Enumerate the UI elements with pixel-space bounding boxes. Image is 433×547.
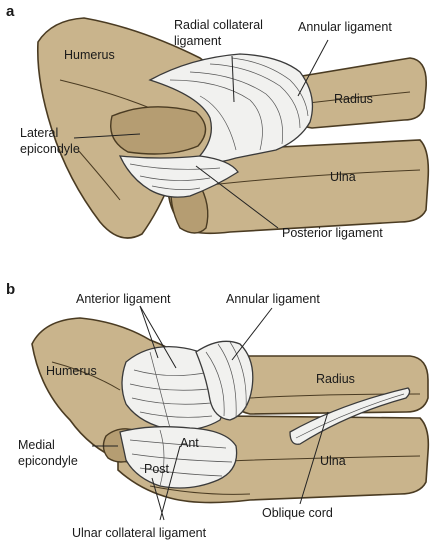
label-anterior-ligament: Anterior ligament	[76, 292, 171, 307]
label-posterior-ligament: Posterior ligament	[282, 226, 383, 241]
label-lateral-epicondyle-line2: epicondyle	[20, 142, 80, 157]
panel-letter-b: b	[6, 282, 15, 297]
panel-b-illustration	[32, 318, 428, 503]
label-ulna-a: Ulna	[330, 170, 356, 185]
panel-letter-a: a	[6, 4, 14, 19]
label-post: Post	[144, 462, 169, 477]
label-ant: Ant	[180, 436, 199, 451]
leader-annular-b	[232, 308, 272, 360]
label-humerus-a: Humerus	[64, 48, 115, 63]
label-annular-ligament-a: Annular ligament	[298, 20, 392, 35]
label-radial-collateral-line2: ligament	[174, 34, 221, 49]
label-radial-collateral-line1: Radial collateral	[174, 18, 263, 33]
lateral-epicondyle-a	[111, 107, 206, 154]
label-ulnar-collateral-ligament: Ulnar collateral ligament	[72, 526, 206, 541]
label-radius-b: Radius	[316, 372, 355, 387]
label-radius-a: Radius	[334, 92, 373, 107]
label-humerus-b: Humerus	[46, 364, 97, 379]
label-oblique-cord: Oblique cord	[262, 506, 333, 521]
label-medial-epicondyle-line2: epicondyle	[18, 454, 78, 469]
label-ulna-b: Ulna	[320, 454, 346, 469]
label-medial-epicondyle-line1: Medial	[18, 438, 55, 453]
label-annular-ligament-b: Annular ligament	[226, 292, 320, 307]
label-lateral-epicondyle-line1: Lateral	[20, 126, 58, 141]
